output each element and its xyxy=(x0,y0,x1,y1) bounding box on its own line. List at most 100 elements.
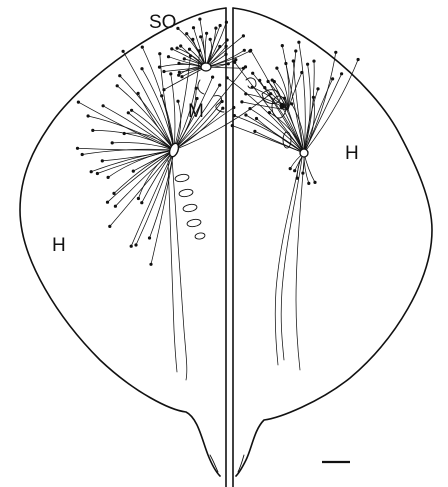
hyoid-foramen-right xyxy=(300,149,308,157)
nerve-ending xyxy=(90,170,93,173)
nerve-ending xyxy=(140,201,143,204)
nerve-ending xyxy=(177,62,180,65)
nerve-ending xyxy=(233,61,236,64)
nerve-ending xyxy=(251,72,254,75)
nerve-ending xyxy=(101,159,104,162)
nerve-ending xyxy=(243,49,246,52)
nerve-ending xyxy=(149,263,152,266)
nerve-ending xyxy=(225,45,228,48)
nerve-ending xyxy=(111,141,114,144)
nerve-ending xyxy=(289,167,292,170)
nerve-branch xyxy=(299,42,305,153)
nerve-ending xyxy=(226,76,229,79)
trunk-nerve-right-3 xyxy=(296,160,304,370)
nerve-ending xyxy=(137,197,140,200)
nerve-ending xyxy=(283,97,286,100)
nerve-ending xyxy=(249,49,252,52)
nerve-ending xyxy=(290,102,293,105)
gill-slits xyxy=(174,173,205,239)
nerve-ending xyxy=(180,75,183,78)
nerve-ending xyxy=(198,18,201,21)
nerve-ending xyxy=(293,169,296,172)
nerve-ending xyxy=(294,49,297,52)
nerve-ending xyxy=(225,21,228,24)
nerve-ending xyxy=(316,87,319,90)
nerve-ending xyxy=(141,46,144,49)
nerve-ending xyxy=(167,55,170,58)
nerve-ending xyxy=(130,109,133,112)
nerve-ending xyxy=(102,104,105,107)
nerve-ending xyxy=(281,44,284,47)
nerve-branch xyxy=(117,86,174,150)
nerve-ending xyxy=(232,106,235,109)
nerve-ending xyxy=(227,62,230,65)
nerve-branch xyxy=(124,133,174,150)
nerve-ending xyxy=(209,38,212,41)
nerve-ending xyxy=(244,65,247,68)
nerve-ending xyxy=(118,74,121,77)
nerve-ending xyxy=(162,70,165,73)
gill-slit xyxy=(174,173,189,182)
nerve-ending xyxy=(137,92,140,95)
nerve-ending xyxy=(179,44,182,47)
nerve-ending xyxy=(148,236,151,239)
nerve-ending xyxy=(134,243,137,246)
trunk-nerve-left-2 xyxy=(168,160,177,372)
nerve-ending xyxy=(140,67,143,70)
nerve-ending xyxy=(211,76,214,79)
nerve-ending xyxy=(340,72,343,75)
nerve-ending xyxy=(195,97,198,100)
nerve-ending xyxy=(275,67,278,70)
nerve-ending xyxy=(123,132,126,135)
nerve-ending xyxy=(122,50,125,53)
trunk-nerve-right xyxy=(281,158,302,360)
nerve-branch xyxy=(304,153,315,182)
label-hyoid-right: H xyxy=(345,143,359,164)
label-mouth: M xyxy=(188,101,204,122)
nerve-ending xyxy=(312,60,315,63)
nerve-ending xyxy=(240,100,243,103)
nerve-ending xyxy=(221,107,224,110)
nerve-ending xyxy=(170,47,173,50)
nerve-ending xyxy=(218,84,221,87)
nerve-ending xyxy=(334,51,337,54)
trunk-nerve-left xyxy=(172,158,187,380)
nerve-ending xyxy=(91,129,94,132)
nerve-ending xyxy=(205,32,208,35)
nerve-ending xyxy=(313,181,316,184)
nerve-ending xyxy=(242,34,245,37)
nerve-ending xyxy=(253,130,256,133)
nerve-ending xyxy=(233,114,236,117)
nerve-ending xyxy=(244,113,247,116)
nerve-branch xyxy=(164,67,206,90)
nerve-branch xyxy=(205,33,206,67)
nerve-ending xyxy=(198,49,201,52)
nerve-ending xyxy=(258,79,261,82)
nerve-ending xyxy=(221,100,224,103)
nerve-ending xyxy=(214,27,217,30)
label-hyoid-left: H xyxy=(52,235,66,256)
nerve-ending xyxy=(195,87,198,90)
nerve-ending xyxy=(176,100,179,103)
nerve-ending xyxy=(87,114,90,117)
nerve-ending xyxy=(127,111,130,114)
nerve-ending xyxy=(219,24,222,27)
nerve-ending xyxy=(160,94,163,97)
nerve-ending xyxy=(248,107,251,110)
nerve-ending xyxy=(271,79,274,82)
nerve-ending xyxy=(177,74,180,77)
nerve-ending xyxy=(176,27,179,30)
nerve-ending xyxy=(107,176,110,179)
nerve-ending xyxy=(188,48,191,51)
nerve-branch xyxy=(206,67,243,68)
nerve-ending xyxy=(292,59,295,62)
gill-slit xyxy=(195,232,206,240)
nerve-ending xyxy=(231,124,234,127)
nerve-ending xyxy=(108,225,111,228)
gill-slit xyxy=(186,218,201,227)
nerve-ending xyxy=(130,245,133,248)
gill-slit xyxy=(178,188,193,197)
nerve-ending xyxy=(176,47,179,50)
gill-slit xyxy=(182,203,197,212)
